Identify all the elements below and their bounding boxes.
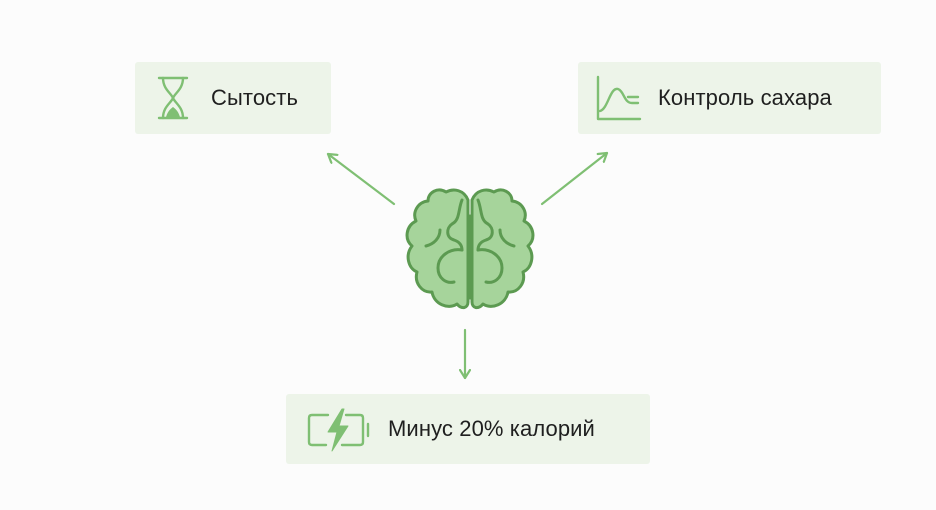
glucose-chart-icon [594, 73, 642, 123]
arrow-to-sugar [540, 151, 609, 206]
card-sugar-control-label: Контроль сахара [658, 85, 832, 110]
card-satiety-label: Сытость [211, 85, 299, 110]
card-sugar-control: Контроль сахара [578, 62, 881, 134]
card-calories: Минус 20% калорий [286, 394, 650, 464]
card-calories-label: Минус 20% калорий [388, 416, 595, 441]
card-satiety: Сытость [135, 62, 331, 134]
arrow-to-satiety [326, 152, 396, 206]
hourglass-icon [153, 73, 193, 123]
brain-icon [405, 188, 535, 310]
battery-charging-icon [306, 405, 374, 453]
